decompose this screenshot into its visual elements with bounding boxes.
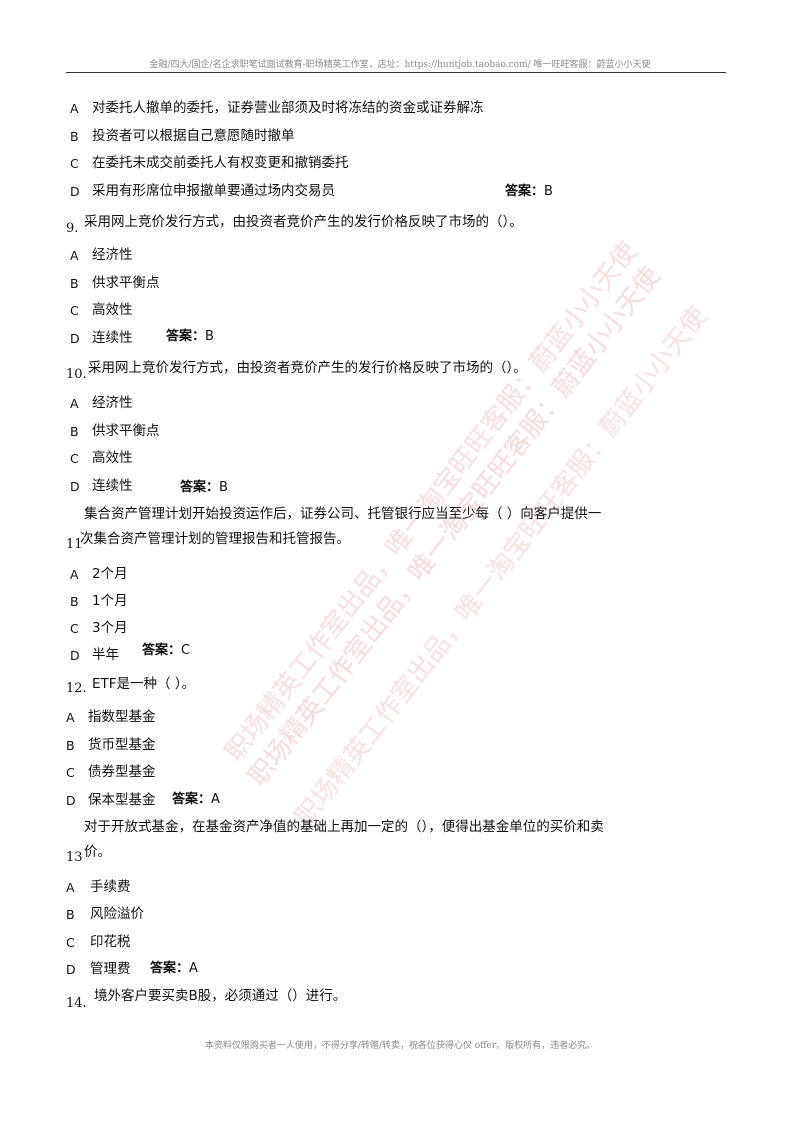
option-text: 连续性 <box>92 330 133 346</box>
option-text: 管理费 <box>90 961 131 977</box>
option-letter: B <box>66 907 75 922</box>
header-rule <box>66 72 726 73</box>
answer-label: 答案： <box>172 792 212 807</box>
question-text-line-1: 对于开放式基金，在基金资产净值的基础上再加一定的（），便得出基金单位的买价和卖 <box>84 819 604 835</box>
answer-label: 答案： <box>150 961 190 976</box>
page-footer: 本资料仅限购买者一人使用，不得分享/转赠/转卖，祝各位获得心仪 offer。版权… <box>204 1041 596 1051</box>
option-letter: C <box>66 935 75 950</box>
answer: 答案：A <box>150 960 198 978</box>
option-letter: C <box>70 451 79 466</box>
question-number: 13 <box>66 850 83 865</box>
option-text: 连续性 <box>92 478 133 494</box>
option-letter: B <box>70 424 79 439</box>
option-letter: C <box>70 621 79 636</box>
option-letter: C <box>66 765 75 780</box>
option-text: 3个月 <box>92 620 128 636</box>
question-text: ETF是一种（ ）。 <box>92 676 196 692</box>
option-text: 高效性 <box>92 302 133 318</box>
option-text: 投资者可以根据自己意愿随时撤单 <box>92 128 295 144</box>
option-text: 1个月 <box>92 593 128 609</box>
option-letter: C <box>70 156 79 171</box>
answer: 答案：B <box>166 328 214 346</box>
option-text: 供求平衡点 <box>92 275 160 291</box>
option-letter: D <box>66 962 76 977</box>
question-number: 11 <box>66 537 83 552</box>
option-text: 在委托未成交前委托人有权变更和撤销委托 <box>92 155 349 171</box>
option-text: 经济性 <box>92 247 133 263</box>
answer: 答案：C <box>142 642 190 660</box>
option-text: 采用有形席位申报撤单要通过场内交易员 <box>92 183 335 199</box>
question-text: 境外客户要买卖B股，必须通过（）进行。 <box>94 988 347 1004</box>
watermark-line-2: 职场精英工作室出品，唯一淘宝旺旺客服：蔚蓝小小天使 <box>219 236 644 768</box>
watermark-line-1: 职场精英工作室出品，唯一淘宝旺旺客服：蔚蓝小小天使 <box>242 261 667 793</box>
option-letter: A <box>70 396 79 411</box>
answer: 答案：B <box>180 479 228 497</box>
answer-label: 答案： <box>142 643 182 658</box>
option-letter: C <box>70 303 79 318</box>
question-text-line-2: 价。 <box>84 844 111 860</box>
option-letter: B <box>70 594 79 609</box>
option-text: 高效性 <box>92 450 133 466</box>
answer-label: 答案： <box>505 184 545 199</box>
option-text: 对委托人撤单的委托，证券营业部须及时将冻结的资金或证券解冻 <box>92 100 484 116</box>
answer: 答案：B <box>505 183 553 201</box>
answer-value: B <box>544 184 553 199</box>
option-letter: A <box>70 101 79 116</box>
option-letter: A <box>70 248 79 263</box>
question-text: 采用网上竞价发行方式，由投资者竞价产生的发行价格反映了市场的（）。 <box>84 214 523 230</box>
answer-label: 答案： <box>166 329 206 344</box>
question-number: 12. <box>66 681 87 696</box>
answer-value: B <box>219 480 228 495</box>
option-letter: B <box>70 276 79 291</box>
answer-value: A <box>189 961 198 976</box>
answer: 答案：A <box>172 791 220 809</box>
question-number: 10. <box>66 367 87 382</box>
question-number: 9. <box>66 221 79 236</box>
option-text: 印花税 <box>90 934 131 950</box>
option-text: 供求平衡点 <box>92 423 160 439</box>
option-text: 保本型基金 <box>88 792 156 808</box>
option-letter: B <box>70 129 79 144</box>
page-header: 金融/四大/国企/名企求职笔试面试教育-职场精英工作室，店址：https://h… <box>149 60 651 70</box>
option-letter: A <box>66 710 75 725</box>
option-letter: D <box>70 648 80 663</box>
answer-label: 答案： <box>180 480 220 495</box>
option-text: 货币型基金 <box>88 737 156 753</box>
option-text: 经济性 <box>92 395 133 411</box>
option-text: 指数型基金 <box>88 709 156 725</box>
question-text-line-1: 集合资产管理计划开始投资运作后，证券公司、托管银行应当至少每（ ）向客户提供一 <box>84 506 602 522</box>
answer-value: B <box>205 329 214 344</box>
question-text-line-2: 次集合资产管理计划的管理报告和托管报告。 <box>80 531 350 547</box>
option-text: 手续费 <box>90 879 131 895</box>
answer-value: A <box>211 792 220 807</box>
option-letter: D <box>70 479 80 494</box>
option-letter: D <box>66 793 76 808</box>
option-letter: B <box>66 738 75 753</box>
option-letter: A <box>70 567 79 582</box>
option-letter: D <box>70 184 80 199</box>
question-text: 采用网上竞价发行方式，由投资者竞价产生的发行价格反映了市场的（）。 <box>88 360 527 376</box>
question-number: 14. <box>66 996 87 1011</box>
option-text: 债券型基金 <box>88 764 156 780</box>
option-letter: D <box>70 331 80 346</box>
option-letter: A <box>66 880 75 895</box>
option-text: 风险溢价 <box>90 906 144 922</box>
option-text: 半年 <box>92 647 119 663</box>
answer-value: C <box>181 643 191 658</box>
watermark-line-3: 职场精英工作室出品，唯一淘宝旺旺客服：蔚蓝小小天使 <box>289 301 714 833</box>
option-text: 2个月 <box>92 566 128 582</box>
